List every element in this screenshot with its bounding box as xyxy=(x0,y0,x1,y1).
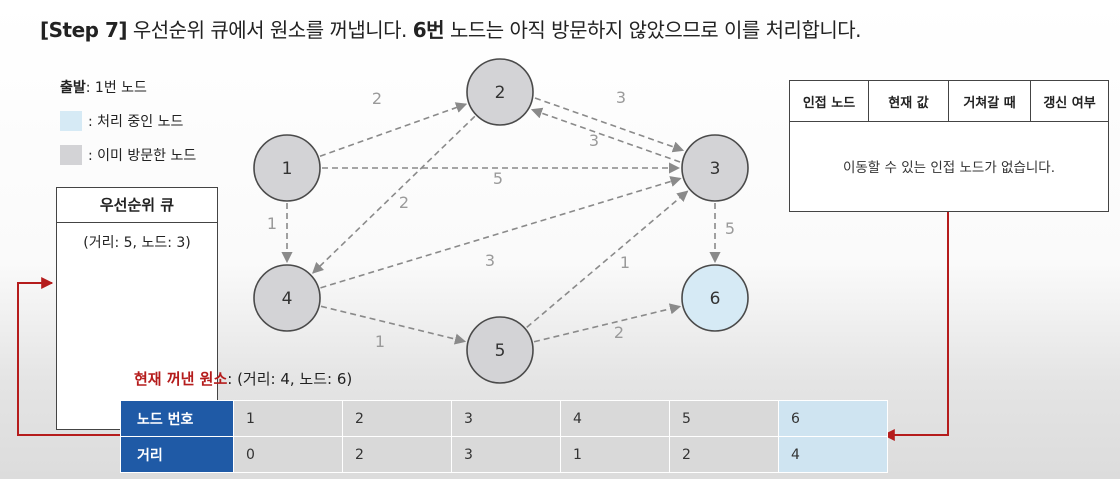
node-number-cell: 4 xyxy=(560,400,670,437)
edge-weight-label: 3 xyxy=(616,88,626,107)
distance-cell: 0 xyxy=(233,436,343,473)
adj-header-via: 거쳐갈 때 xyxy=(948,81,1031,122)
title-text-1: 우선순위 큐에서 원소를 꺼냅니다. xyxy=(127,18,413,42)
graph-node-label: 2 xyxy=(495,83,506,103)
graph-node-1 xyxy=(253,134,321,202)
distance-row: 거리 0 2 3 1 2 4 xyxy=(120,436,888,473)
edge-weight-label: 2 xyxy=(399,193,409,212)
title-node: 6번 xyxy=(412,18,445,42)
node-number-cell: 6 xyxy=(778,400,888,437)
visited-swatch xyxy=(60,145,82,165)
distance-cell: 1 xyxy=(560,436,670,473)
priority-queue-box: 우선순위 큐 (거리: 5, 노드: 3) xyxy=(56,187,218,430)
distance-cell: 2 xyxy=(669,436,779,473)
edge-weight-label: 5 xyxy=(725,219,735,238)
step-title: [Step 7] 우선순위 큐에서 원소를 꺼냅니다. 6번 노드는 아직 방문… xyxy=(40,14,861,43)
graph-node-5 xyxy=(466,316,534,384)
graph-node-label: 4 xyxy=(282,289,293,309)
priority-queue-title: 우선순위 큐 xyxy=(57,188,217,223)
node-number-cell: 2 xyxy=(342,400,452,437)
legend-processing-text: : 처리 중인 노드 xyxy=(88,114,184,130)
graph-node-6 xyxy=(681,264,749,332)
legend-start-text: : 1번 노드 xyxy=(85,80,147,96)
edge-4-to-5 xyxy=(320,305,467,345)
edge-5-to-6 xyxy=(533,303,682,343)
edge-weight-label: 2 xyxy=(372,89,382,108)
edge-weight-label: 3 xyxy=(589,131,599,150)
graph-node-2 xyxy=(466,58,534,126)
edge-weight-label: 5 xyxy=(493,169,503,188)
edge-2-to-3 xyxy=(534,97,685,153)
legend-start: 출발: 1번 노드 xyxy=(60,77,147,97)
edge-4-to-3 xyxy=(320,176,682,289)
processing-swatch xyxy=(60,111,82,131)
node-number-cell: 3 xyxy=(451,400,561,437)
distance-cell: 3 xyxy=(451,436,561,473)
edge-3-to-2 xyxy=(530,107,681,163)
graph-node-3 xyxy=(681,134,749,202)
edge-1-to-2 xyxy=(319,102,468,157)
current-element-value: : (거리: 4, 노드: 6) xyxy=(227,370,353,388)
graph-node-4 xyxy=(253,264,321,332)
current-element: 현재 꺼낸 원소: (거리: 4, 노드: 6) xyxy=(134,368,352,389)
distance-cell: 4 xyxy=(778,436,888,473)
distance-table: 노드 번호 1 2 3 4 5 6 거리 0 2 3 1 2 4 xyxy=(120,400,888,473)
legend-processing: : 처리 중인 노드 xyxy=(60,111,183,131)
adj-header-current: 현재 값 xyxy=(868,81,949,122)
distance-label: 거리 xyxy=(120,436,234,473)
node-number-cell: 1 xyxy=(233,400,343,437)
edge-weight-label: 2 xyxy=(614,323,624,342)
step-label: [Step 7] xyxy=(40,18,128,42)
node-number-label: 노드 번호 xyxy=(120,400,234,437)
graph-node-label: 5 xyxy=(495,341,506,361)
edge-weight-label: 1 xyxy=(620,253,630,272)
priority-queue-item: (거리: 5, 노드: 3) xyxy=(83,235,191,251)
graph-node-label: 3 xyxy=(710,159,721,179)
legend-visited: : 이미 방문한 노드 xyxy=(60,145,196,165)
node-number-cell: 5 xyxy=(669,400,779,437)
adjacency-table: 인접 노드 현재 값 거쳐갈 때 갱신 여부 이동할 수 있는 인접 노드가 없… xyxy=(789,80,1109,212)
graph-node-label: 1 xyxy=(282,159,293,179)
adj-header-updated: 갱신 여부 xyxy=(1030,81,1108,122)
adj-header-neighbor: 인접 노드 xyxy=(790,81,869,122)
legend-visited-text: : 이미 방문한 노드 xyxy=(88,148,197,164)
node-number-row: 노드 번호 1 2 3 4 5 6 xyxy=(120,400,888,437)
edge-5-to-3 xyxy=(526,190,689,328)
connector-table-to-queue xyxy=(17,277,120,436)
edge-2-to-4 xyxy=(312,115,476,274)
connector-adj-to-table xyxy=(882,212,949,441)
edge-weight-label: 1 xyxy=(267,214,277,233)
title-text-2: 노드는 아직 방문하지 않았으므로 이를 처리합니다. xyxy=(444,18,862,42)
edge-weight-label: 3 xyxy=(485,251,495,270)
distance-cell: 2 xyxy=(342,436,452,473)
adj-empty-message: 이동할 수 있는 인접 노드가 없습니다. xyxy=(842,160,1056,176)
graph-node-label: 6 xyxy=(710,289,721,309)
legend-start-bold: 출발 xyxy=(60,80,86,96)
current-element-label: 현재 꺼낸 원소 xyxy=(134,370,228,388)
edge-weight-label: 1 xyxy=(375,332,385,351)
